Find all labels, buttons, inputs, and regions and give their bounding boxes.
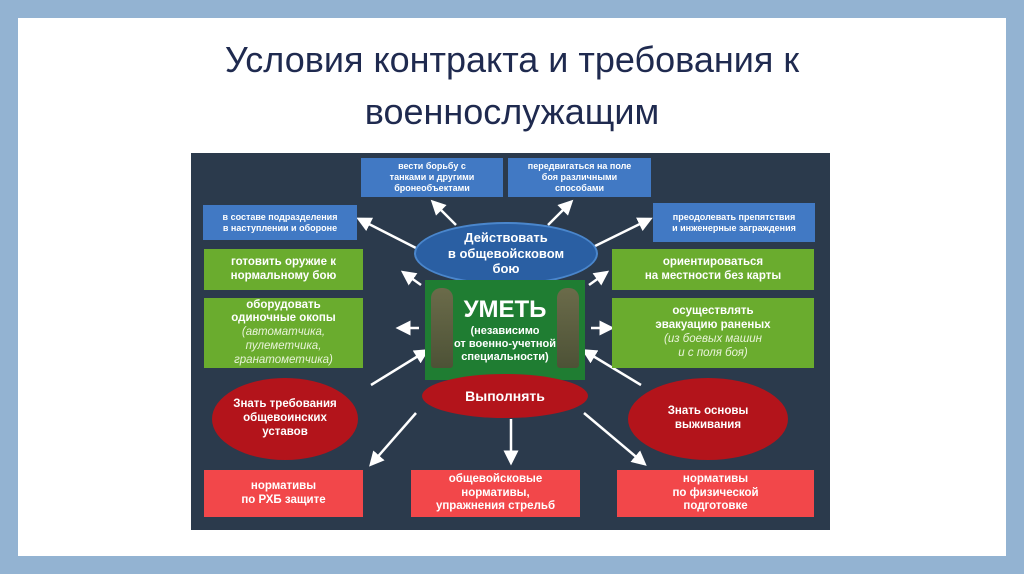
- text-line: эвакуацию раненых: [655, 319, 771, 332]
- text-line: преодолевать препятствия: [672, 211, 796, 222]
- text-line: общевойсковые: [448, 472, 543, 485]
- arrows: [356, 199, 653, 467]
- title-line: Условия контракта и требования к: [224, 39, 800, 80]
- text-line: в общевойсковом: [447, 245, 565, 261]
- text-line: по РХБ защите: [241, 493, 326, 506]
- text-line: одиночные окопы: [231, 312, 336, 325]
- text-line: Выполнять: [465, 387, 545, 404]
- text-line: по физической: [672, 486, 759, 499]
- text-line: и инженерные заграждения: [672, 222, 796, 233]
- text-line: передвигаться на поле: [527, 161, 632, 172]
- text-line: и с поля боя): [678, 346, 748, 359]
- perform-ellipse: Выполнять: [422, 374, 588, 418]
- text-line: нормативы: [682, 472, 749, 485]
- text-line: (автоматчика, пулеметчика,: [241, 326, 326, 352]
- text-line: нормальному бою: [230, 269, 337, 282]
- text-line: нормативы: [250, 479, 317, 492]
- text-line: нормативы,: [461, 486, 530, 499]
- text-line: осуществлять: [672, 305, 754, 318]
- arrow: [583, 412, 647, 466]
- text-line: бронеобъектами: [394, 182, 470, 193]
- arrow: [356, 217, 417, 250]
- arrow: [590, 217, 653, 250]
- text-line: (независимо: [470, 324, 540, 337]
- text-line: в наступлении и обороне: [222, 222, 338, 233]
- slide-title: Условия контракта и требования к военносл…: [0, 34, 1024, 138]
- text-line: боя различными: [541, 172, 618, 183]
- text-line: Знать основы: [667, 405, 749, 418]
- text-line: (из боевых машин: [663, 333, 762, 345]
- text-line: на местности без карты: [644, 269, 782, 282]
- text-line: Действовать: [464, 230, 548, 246]
- arrow: [400, 270, 422, 287]
- soldier-icon: [557, 288, 579, 368]
- arrow: [370, 349, 430, 387]
- arrow: [581, 349, 642, 387]
- arrow: [588, 270, 610, 287]
- text-line: танками и другими: [389, 172, 475, 183]
- text-line: готовить оружие к: [231, 255, 336, 268]
- text-line: способами: [554, 182, 605, 193]
- text-line: вести борьбу с: [398, 161, 466, 172]
- title-line: военнослужащим: [364, 91, 660, 132]
- soldier-icon: [431, 288, 453, 368]
- text-line: уставов: [262, 425, 308, 438]
- arrow: [369, 412, 417, 467]
- arrow: [430, 199, 457, 226]
- text-line: УМЕТЬ: [463, 295, 547, 323]
- text-line: от военно-учетной: [453, 337, 556, 350]
- text-line: в составе подразделения: [222, 211, 338, 222]
- text-line: Знать требования: [233, 398, 337, 411]
- text-line: выживания: [674, 419, 742, 431]
- arrow: [547, 199, 574, 226]
- text-line: оборудовать: [246, 298, 321, 311]
- text-line: бою: [492, 261, 520, 277]
- text-line: упражнения стрельб: [435, 500, 556, 513]
- text-line: ориентироваться: [662, 255, 764, 268]
- text-line: гранатометчика): [234, 353, 333, 366]
- text-line: специальности): [461, 350, 549, 363]
- text-line: общевоинских: [243, 412, 327, 425]
- text-line: подготовке: [683, 500, 748, 513]
